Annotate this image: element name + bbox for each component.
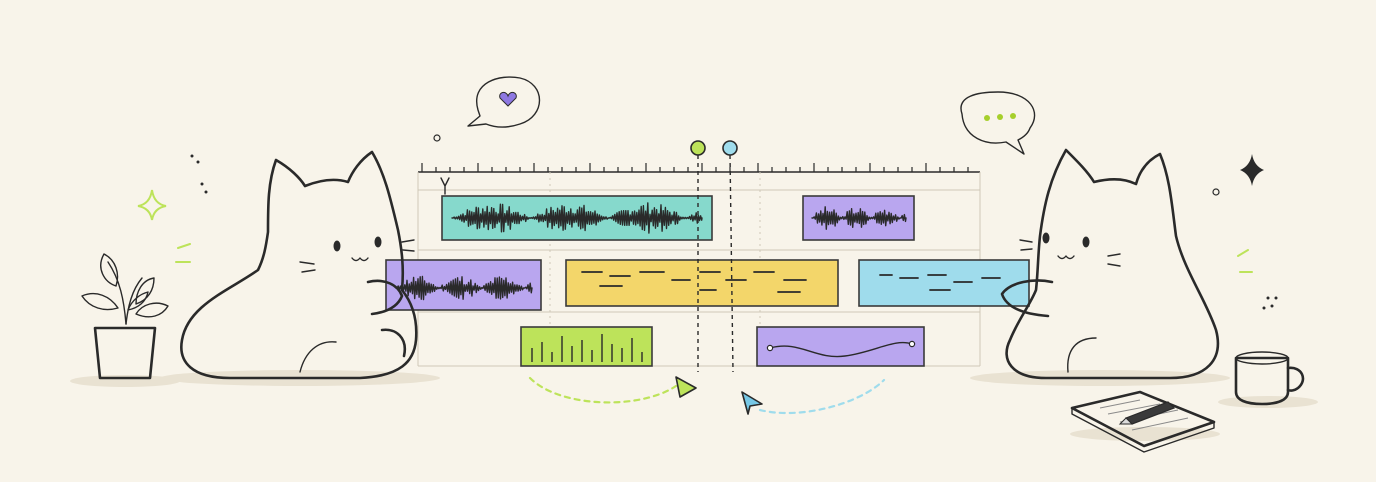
playhead-blue[interactable] (722, 140, 738, 373)
heart-speech-bubble-icon (467, 76, 541, 128)
typing-speech-bubble-icon (960, 91, 1036, 155)
curve-point[interactable] (766, 344, 774, 352)
floor-shadows (70, 370, 1318, 441)
automation-curve (769, 341, 913, 358)
text-lines (879, 274, 1001, 291)
cursor-arrow-icon (675, 376, 697, 398)
waveform (395, 275, 533, 301)
cursor-arrow-icon (741, 391, 763, 415)
clip-curve[interactable] (756, 326, 925, 367)
sparkle-icon (1240, 154, 1264, 186)
coffee-mug-icon (1234, 351, 1305, 406)
cat-right (1000, 148, 1220, 380)
waveform (451, 202, 703, 234)
doodle-marks (175, 134, 1278, 310)
playhead-marker-icon[interactable] (690, 140, 706, 156)
curve-point[interactable] (908, 340, 916, 348)
clip-audio-3[interactable] (385, 259, 542, 311)
playhead-marker-icon[interactable] (722, 140, 738, 156)
clip-text-2[interactable] (858, 259, 1030, 307)
waveform (811, 206, 907, 230)
cursor-trail-blue (741, 378, 886, 415)
potted-plant-icon (81, 253, 169, 380)
clip-beats[interactable] (520, 326, 653, 367)
timeline-ruler (421, 163, 969, 172)
cat-eye (1042, 232, 1050, 244)
cat-left (180, 150, 418, 380)
pen-icon (1118, 401, 1176, 425)
timeline-start-marker-icon (440, 177, 450, 195)
clip-audio-1[interactable] (441, 195, 713, 241)
clip-audio-2[interactable] (802, 195, 915, 241)
cursor-trail-green (528, 376, 697, 404)
cat-eye (374, 236, 382, 248)
cat-eye (333, 240, 341, 252)
cat-eye (1082, 236, 1090, 248)
clip-text-1[interactable] (565, 259, 839, 307)
playhead-green[interactable] (690, 140, 706, 372)
sparkle-icon (137, 189, 167, 221)
beat-bars (531, 334, 643, 362)
text-lines (581, 271, 807, 293)
notebook-icon (1070, 390, 1216, 453)
